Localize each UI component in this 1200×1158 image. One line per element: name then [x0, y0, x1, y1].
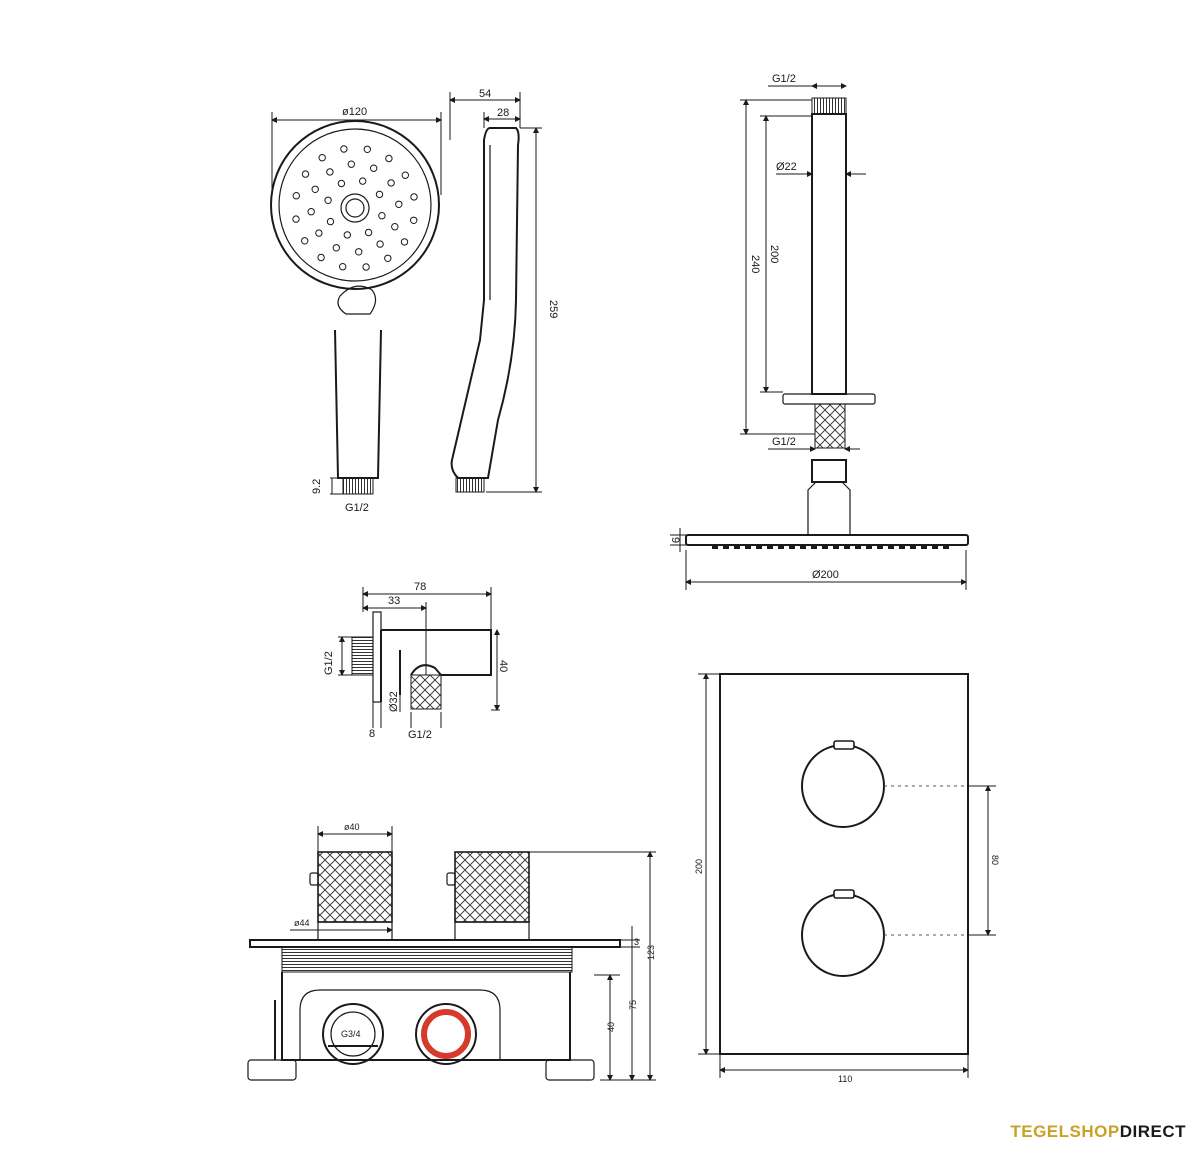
- dim-connector-diameter: Ø32: [388, 691, 400, 712]
- coverplate-outline: [719, 673, 969, 1055]
- inlet-hot-ring: [421, 1009, 471, 1059]
- wallconnector: 78 33 40 G1/2 Ø32 8 G1/2: [323, 581, 509, 741]
- dim-plate-width: 110: [838, 1074, 852, 1084]
- label-inlet: G3/4: [341, 1029, 361, 1039]
- dim-handshower-diameter: ø120: [342, 106, 367, 118]
- dim-connector-height: 40: [497, 660, 509, 672]
- dim-arm-inner: 200: [768, 245, 780, 263]
- dim-depth-total: 54: [479, 88, 491, 100]
- dim-plate: 3: [634, 937, 639, 947]
- arm-flange: [782, 393, 876, 405]
- dim-arm-diameter: Ø22: [776, 161, 797, 173]
- thermostat-body: G3/4 ø40 ø44 123 75 3 40: [247, 822, 656, 1081]
- handshower-nozzles: [292, 145, 418, 271]
- dim-arm-total: 240: [749, 255, 761, 273]
- coverplate-knob-top: [801, 744, 885, 828]
- dim-body-mid: 75: [628, 1000, 638, 1010]
- dim-knob-diameter: ø40: [344, 822, 360, 832]
- handshower-front: ø120 9.2 G1/2: [270, 106, 442, 514]
- knob-left: [317, 851, 393, 923]
- mount-plate: [249, 939, 621, 948]
- label-arm-thread-top: G1/2: [772, 73, 796, 85]
- mode-button: [337, 285, 377, 315]
- dim-plate-height: 200: [694, 859, 704, 874]
- dim-handshower-length: 259: [547, 300, 559, 318]
- brand-logo: TEGELSHOPDIRECT: [1010, 1122, 1186, 1142]
- showerarm: G1/2 240 200 Ø22 G1/2 9 Ø200: [669, 73, 969, 590]
- handshower-thread: [342, 477, 374, 495]
- dim-connector-flange: 8: [369, 728, 375, 740]
- inlet-cold-ring: [330, 1011, 376, 1057]
- dim-knob-spacing: 80: [990, 855, 1000, 865]
- arm-tube: [811, 113, 847, 395]
- dim-base-diameter: ø44: [294, 918, 310, 928]
- coverplate: 80 200 110: [694, 673, 1000, 1084]
- handshower-side-outline: [450, 127, 520, 479]
- dim-rainhead-height: 9: [669, 537, 681, 543]
- dim-connector-offset: 33: [388, 595, 400, 607]
- wall-body: [381, 629, 492, 676]
- brand-part2: DIRECT: [1119, 1122, 1186, 1141]
- label-connector-thread-bottom: G1/2: [408, 729, 432, 741]
- dim-body-low: 40: [606, 1022, 616, 1032]
- brand-part1: TEGELSHOP: [1010, 1122, 1120, 1141]
- plaster-guard: [281, 946, 573, 973]
- box-body: [281, 972, 571, 1061]
- rain-head: [685, 534, 969, 546]
- arm-thread-top: [811, 97, 847, 115]
- handshower-center-ring: [340, 193, 370, 223]
- dim-body-height: 123: [646, 945, 656, 960]
- label-handshower-thread: G1/2: [345, 502, 369, 514]
- knob-right: [454, 851, 530, 923]
- handshower-head-outline: [270, 120, 440, 290]
- dim-connector-width: 78: [414, 581, 426, 593]
- label-connector-thread-left: G1/2: [323, 651, 335, 675]
- coverplate-knob-bottom: [801, 893, 885, 977]
- handshower-head-inner: [278, 128, 432, 282]
- handshower-side: 54 28 259: [449, 88, 559, 493]
- dim-rainhead-diameter: Ø200: [812, 569, 839, 581]
- arm-joint: [811, 459, 847, 483]
- handshower-handle: [334, 329, 382, 479]
- wall-flange: [372, 611, 382, 703]
- dim-thread-length: 9.2: [311, 479, 323, 494]
- dim-depth-head: 28: [497, 107, 509, 119]
- label-arm-thread-bottom: G1/2: [772, 436, 796, 448]
- arm-thread-bottom: [814, 403, 846, 449]
- rain-head-nozzles: [712, 545, 949, 549]
